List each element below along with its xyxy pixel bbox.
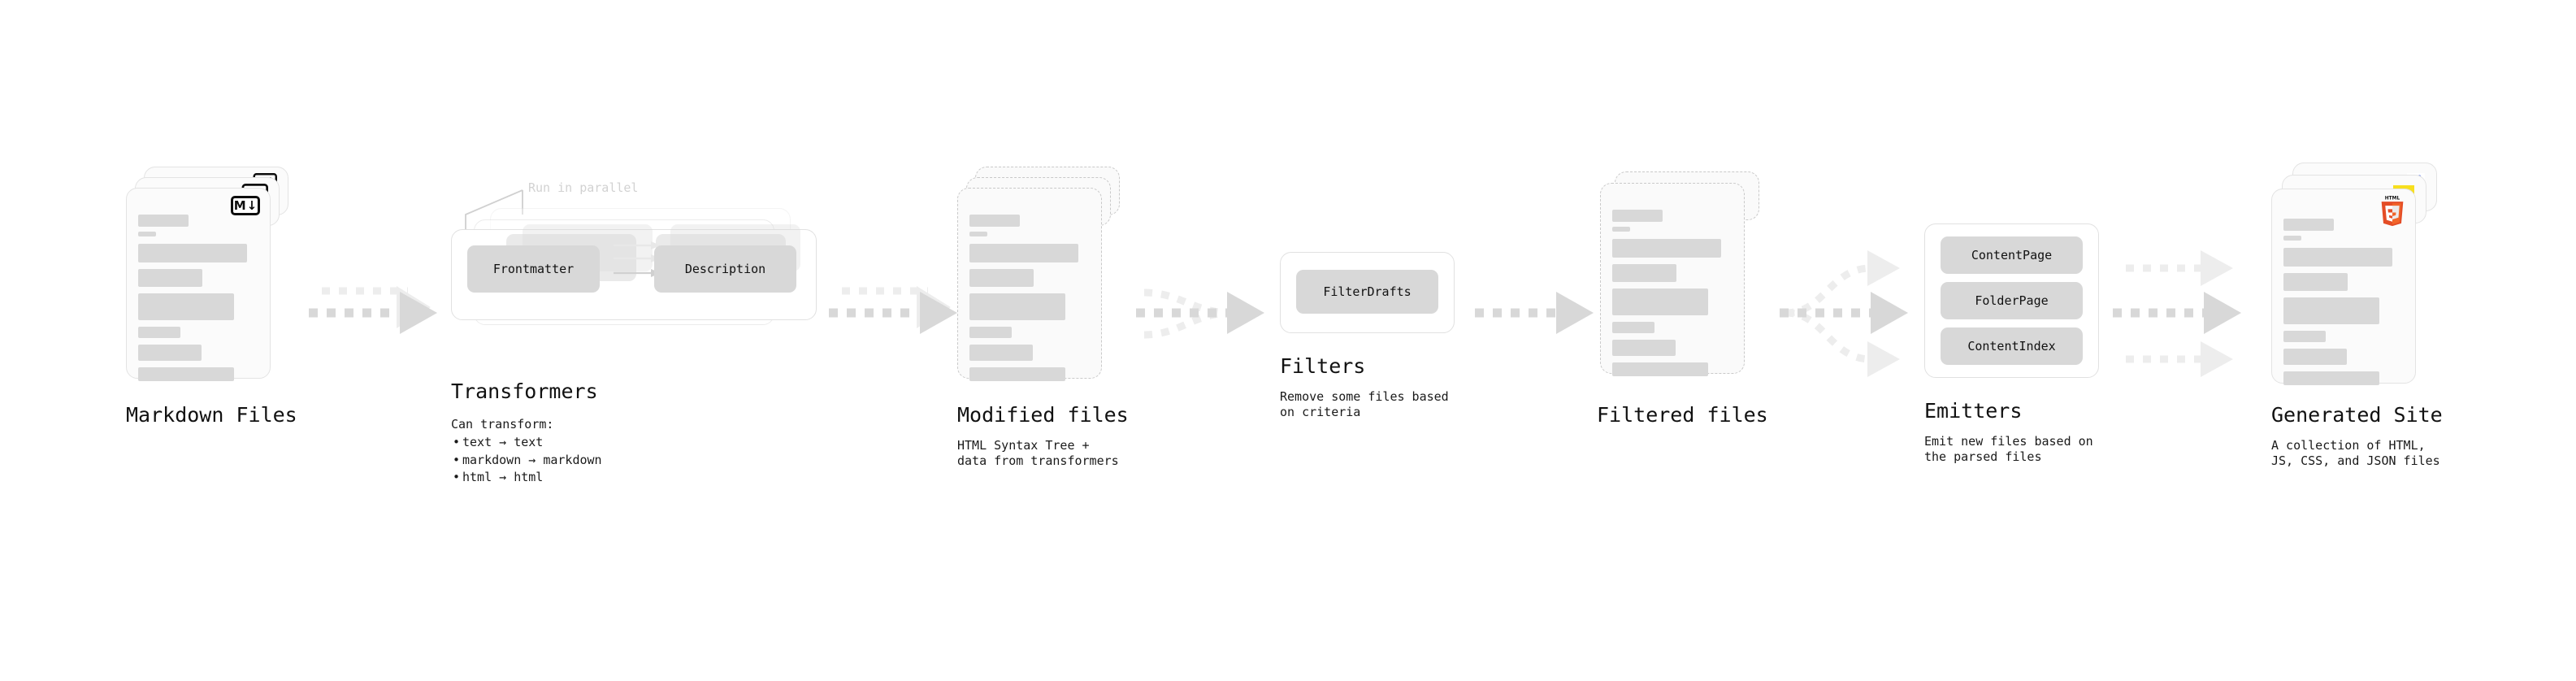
chip-contentpage-label: ContentPage (1971, 248, 2053, 262)
chip-filterdrafts[interactable]: FilterDrafts (1296, 270, 1438, 314)
arrow-markdown-to-transformers (309, 268, 455, 358)
generated-site-stack: CSS HTML (2271, 163, 2442, 385)
stage-label-generated-site: Generated Site (2271, 403, 2443, 427)
markdown-badge-icon: M↓ (231, 196, 260, 215)
chip-frontmatter[interactable]: Frontmatter (467, 245, 600, 293)
stage-label-transformers: Transformers (451, 380, 598, 403)
transformers-subtitle: Can transform: (451, 417, 554, 432)
transformers-bullet-item: text → text (451, 434, 825, 452)
emitters-box-wrap: ContentPage FolderPage ContentIndex (1924, 223, 2099, 378)
stage-transformers: Run in parallel (451, 180, 825, 487)
arrow-filtered-to-emitters (1780, 236, 1934, 390)
stage-emitters: ContentPage FolderPage ContentIndex Emit… (1924, 223, 2099, 465)
svg-text:HTML: HTML (2385, 197, 2400, 202)
modified-files-subtitle: HTML Syntax Tree + data from transformer… (957, 438, 1119, 469)
chip-contentpage[interactable]: ContentPage (1941, 236, 2083, 274)
chip-folderpage[interactable]: FolderPage (1941, 282, 2083, 319)
modified-file-stack (957, 167, 1120, 382)
stage-generated-site: CSS HTML (2271, 163, 2443, 469)
stage-modified-files: Modified files HTML Syntax Tree + data f… (957, 167, 1129, 469)
chip-contentindex[interactable]: ContentIndex (1941, 327, 2083, 365)
filters-subtitle: Remove some files based on criteria (1280, 389, 1449, 420)
stage-markdown-files: M↓ M↓ M↓ (126, 167, 297, 427)
generated-site-subtitle: A collection of HTML, JS, CSS, and JSON … (2271, 438, 2440, 469)
stage-label-modified-files: Modified files (957, 403, 1129, 427)
arrow-filters-to-filtered (1475, 268, 1605, 358)
site-sheet-html: HTML (2271, 189, 2416, 385)
transformers-bullet-item: html → html (451, 469, 825, 487)
emitters-subtitle: Emit new files based on the parsed files (1924, 434, 2093, 465)
filtered-sheet-front (1600, 183, 1745, 376)
stage-filters: FilterDrafts Filters Remove some files b… (1280, 252, 1455, 420)
markdown-sheet-front: M↓ (126, 188, 271, 381)
chip-folderpage-label: FolderPage (1975, 293, 2049, 308)
stage-label-filtered-files: Filtered files (1597, 403, 1768, 427)
arrow-emitters-to-site (2113, 236, 2267, 390)
chip-description-label: Description (684, 262, 766, 276)
chip-filterdrafts-label: FilterDrafts (1323, 284, 1412, 299)
filters-box-wrap: FilterDrafts (1280, 252, 1455, 333)
arrow-modified-to-filters (1136, 268, 1282, 358)
transformers-bullet-list: text → text markdown → markdown html → h… (451, 434, 825, 487)
transformers-stack: Run in parallel (451, 180, 825, 362)
chip-description[interactable]: Description (654, 245, 796, 293)
run-in-parallel-note: Run in parallel (528, 180, 639, 195)
filtered-file-stack (1597, 167, 1759, 382)
modified-sheet-front (957, 188, 1102, 381)
transformers-bullet-item: markdown → markdown (451, 452, 825, 470)
stage-label-emitters: Emitters (1924, 399, 2023, 423)
stage-label-markdown-files: Markdown Files (126, 403, 297, 427)
chip-frontmatter-label: Frontmatter (492, 262, 575, 276)
stage-label-filters: Filters (1280, 354, 1366, 378)
stage-filtered-files: Filtered files (1597, 167, 1768, 427)
arrow-transformers-to-modified (829, 268, 975, 358)
html5-badge-icon: HTML (2381, 197, 2404, 227)
markdown-file-stack: M↓ M↓ M↓ (126, 167, 288, 382)
chip-contentindex-label: ContentIndex (1967, 339, 2056, 354)
